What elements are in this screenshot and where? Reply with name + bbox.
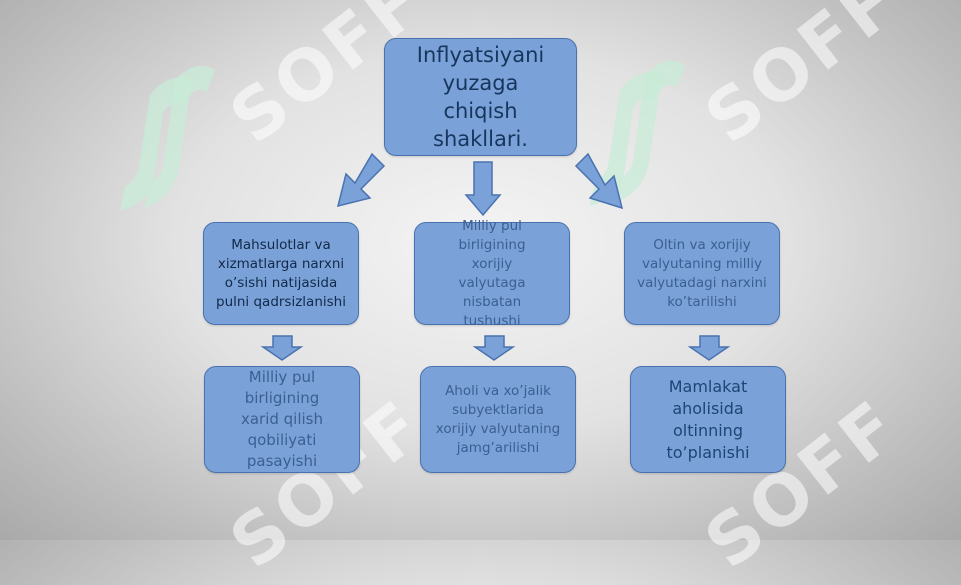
diagram-title-box: Inflyatsiyani yuzaga chiqish shakllari. (384, 38, 577, 156)
arrow-left-down (260, 335, 304, 361)
cause-text: Oltin va xorijiy valyutaning milliy valy… (637, 236, 767, 310)
cause-text: Milliy pul birligining xorijiy valyutaga… (458, 217, 526, 329)
effect-box-purchasing: Milliy pul birligining xarid qilish qobi… (204, 366, 360, 473)
cause-box-currency: Milliy pul birligining xorijiy valyutaga… (414, 218, 570, 329)
effect-box-savings: Aholi va xo’jalik subyektlarida xorijiy … (420, 366, 576, 473)
cause-box-gold: Oltin va xorijiy valyutaning milliy valy… (624, 222, 780, 325)
effect-text: Mamlakat aholisida oltinning to’planishi (666, 376, 750, 462)
arrow-to-center-box (464, 161, 502, 217)
effect-text: Aholi va xo’jalik subyektlarida xorijiy … (435, 382, 561, 456)
arrow-right-down (687, 335, 731, 361)
diagram-arrows (260, 152, 731, 361)
effect-box-gold: Mamlakat aholisida oltinning to’planishi (630, 366, 786, 473)
arrow-to-right-box (574, 152, 624, 210)
arrow-center-down (472, 335, 516, 361)
cause-text: Mahsulotlar va xizmatlarga narxni o’sish… (216, 236, 346, 310)
arrow-to-left-box (336, 152, 386, 208)
diagram-title: Inflyatsiyani yuzaga chiqish shakllari. (416, 43, 545, 151)
effect-text: Milliy pul birligining xarid qilish qobi… (240, 368, 324, 470)
cause-box-prices: Mahsulotlar va xizmatlarga narxni o’sish… (203, 222, 359, 325)
